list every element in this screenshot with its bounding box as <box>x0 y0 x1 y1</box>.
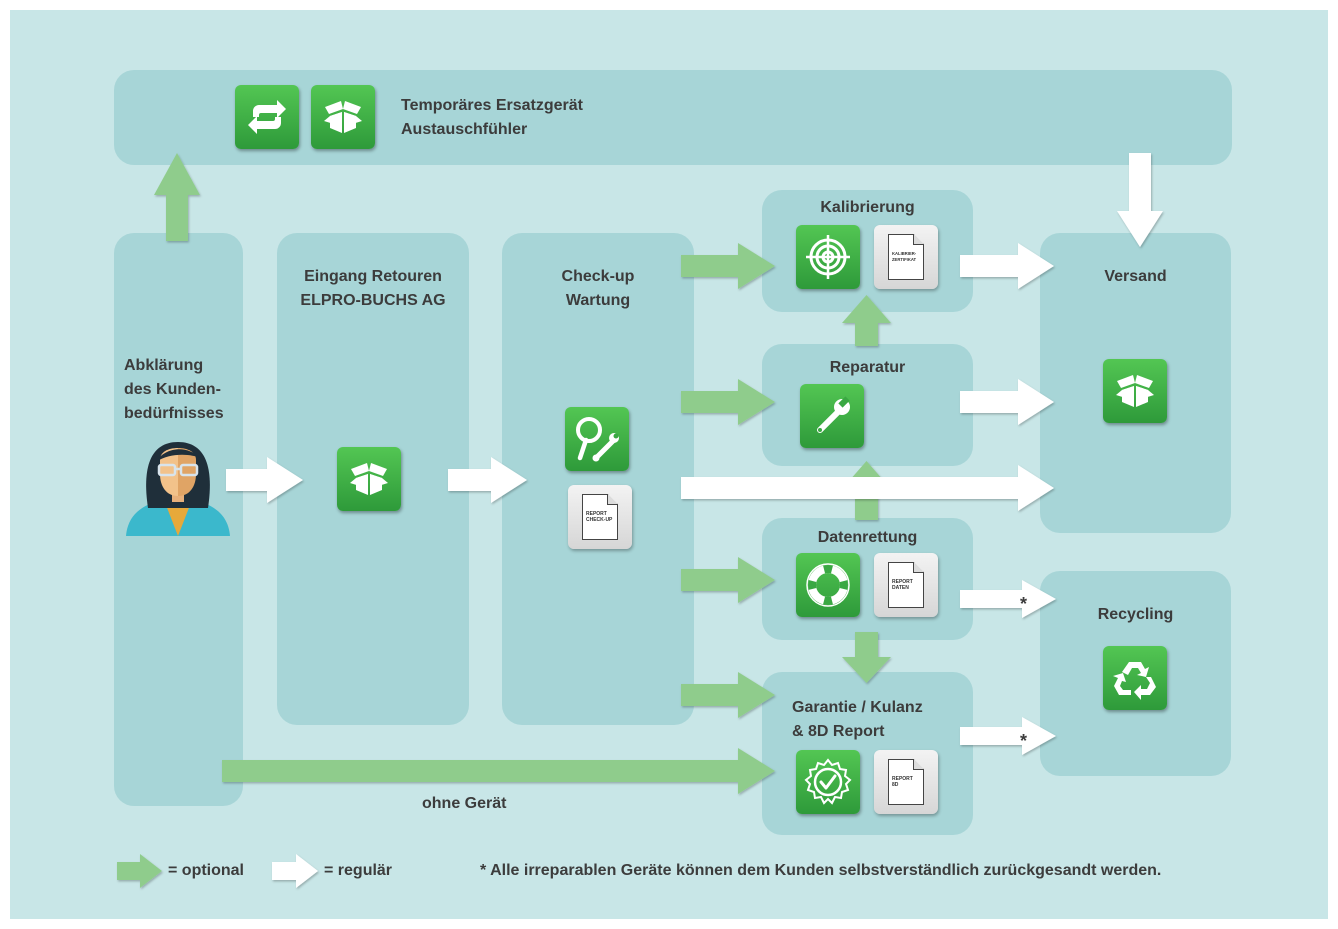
legend-optional-arrow <box>117 854 162 888</box>
box-icon <box>337 447 401 511</box>
optional-arrow-ohne-geraet <box>222 748 775 794</box>
optional-arrow-checkup-to-reparatur <box>681 379 775 425</box>
panel-checkup <box>502 233 694 725</box>
top-panel-temporary-replacement <box>114 70 1232 165</box>
wrench-icon <box>800 384 864 448</box>
legend-optional-label: = optional <box>168 862 244 879</box>
eingang-line2: ELPRO-BUCHS AG <box>300 292 446 309</box>
asterisk-garantie: * <box>1020 731 1028 751</box>
regular-arrow-garantie-to-recycling <box>960 717 1056 755</box>
optional-arrow-reparatur-to-kalibrierung <box>842 295 891 346</box>
garantie-line2: & 8D Report <box>792 723 885 740</box>
optional-arrow-datenrettung-to-garantie <box>842 632 891 683</box>
recycling-icon <box>1103 646 1167 710</box>
report-daten-doc-text: REPORT DATEN <box>892 579 913 591</box>
checkup-line1: Check-up <box>561 268 635 285</box>
box-icon <box>311 85 375 149</box>
report-8d-doc-text: REPORT 8D <box>892 776 913 788</box>
asterisk-datenrettung: * <box>1020 594 1028 614</box>
box-icon <box>1103 359 1167 423</box>
customer-avatar <box>126 442 230 536</box>
exchange-icon <box>235 85 299 149</box>
regular-arrow-to-checkup <box>448 457 527 503</box>
target-icon <box>796 225 860 289</box>
regular-arrow-reparatur-to-versand <box>960 379 1054 425</box>
legend-footnote: * Alle irreparablen Geräte können dem Ku… <box>480 862 1162 879</box>
regular-arrow-replacement-to-versand <box>1117 153 1163 247</box>
regular-arrow-kalibrierung-to-versand <box>960 243 1054 289</box>
legend-regular-arrow <box>272 854 318 888</box>
report-checkup-doc-icon: REPORT CHECK-UP <box>568 485 632 549</box>
ohne-geraet-label: ohne Gerät <box>422 795 507 812</box>
abklaerung-line2: des Kunden- <box>124 381 221 398</box>
panel-reparatur <box>762 344 973 466</box>
regular-arrow-datenrettung-to-recycling <box>960 580 1056 618</box>
regular-arrow-to-eingang <box>226 457 303 503</box>
top-panel-line1: Temporäres Ersatzgerät <box>401 97 583 114</box>
reparatur-title: Reparatur <box>829 359 906 376</box>
optional-arrow-checkup-to-kalibrierung <box>681 243 775 289</box>
abklaerung-line3: bedürfnisses <box>124 405 224 422</box>
kalibrier-zertifikat-doc-icon: KALIBRIER- ZERTIFIKAT <box>874 225 938 289</box>
abklaerung-line1: Abklärung <box>124 357 204 374</box>
lifebuoy-icon <box>796 553 860 617</box>
versand-title: Versand <box>1104 268 1167 285</box>
report-daten-doc-icon: REPORT DATEN <box>874 553 938 617</box>
report-checkup-doc-text: REPORT CHECK-UP <box>586 511 613 523</box>
report-8d-doc-icon: REPORT 8D <box>874 750 938 814</box>
optional-arrow-up-to-replacement <box>154 153 200 241</box>
magnifier-wrench-icon <box>565 407 629 471</box>
certificate-seal-icon <box>796 750 860 814</box>
kalibrier-zertifikat-doc-text: KALIBRIER- ZERTIFIKAT <box>892 251 917 262</box>
recycling-title: Recycling <box>1097 606 1174 623</box>
datenrettung-title: Datenrettung <box>817 529 918 546</box>
eingang-line1: Eingang Retouren <box>304 268 442 285</box>
optional-arrow-checkup-to-datenrettung <box>681 557 775 603</box>
checkup-line2: Wartung <box>565 292 631 309</box>
garantie-line1: Garantie / Kulanz <box>792 699 923 716</box>
kalibrierung-title: Kalibrierung <box>820 199 915 216</box>
top-panel-line2: Austauschfühler <box>401 121 528 138</box>
legend-regular-label: = regulär <box>324 862 393 879</box>
regular-arrow-checkup-to-versand <box>681 465 1054 511</box>
optional-arrow-checkup-to-garantie <box>681 672 775 718</box>
